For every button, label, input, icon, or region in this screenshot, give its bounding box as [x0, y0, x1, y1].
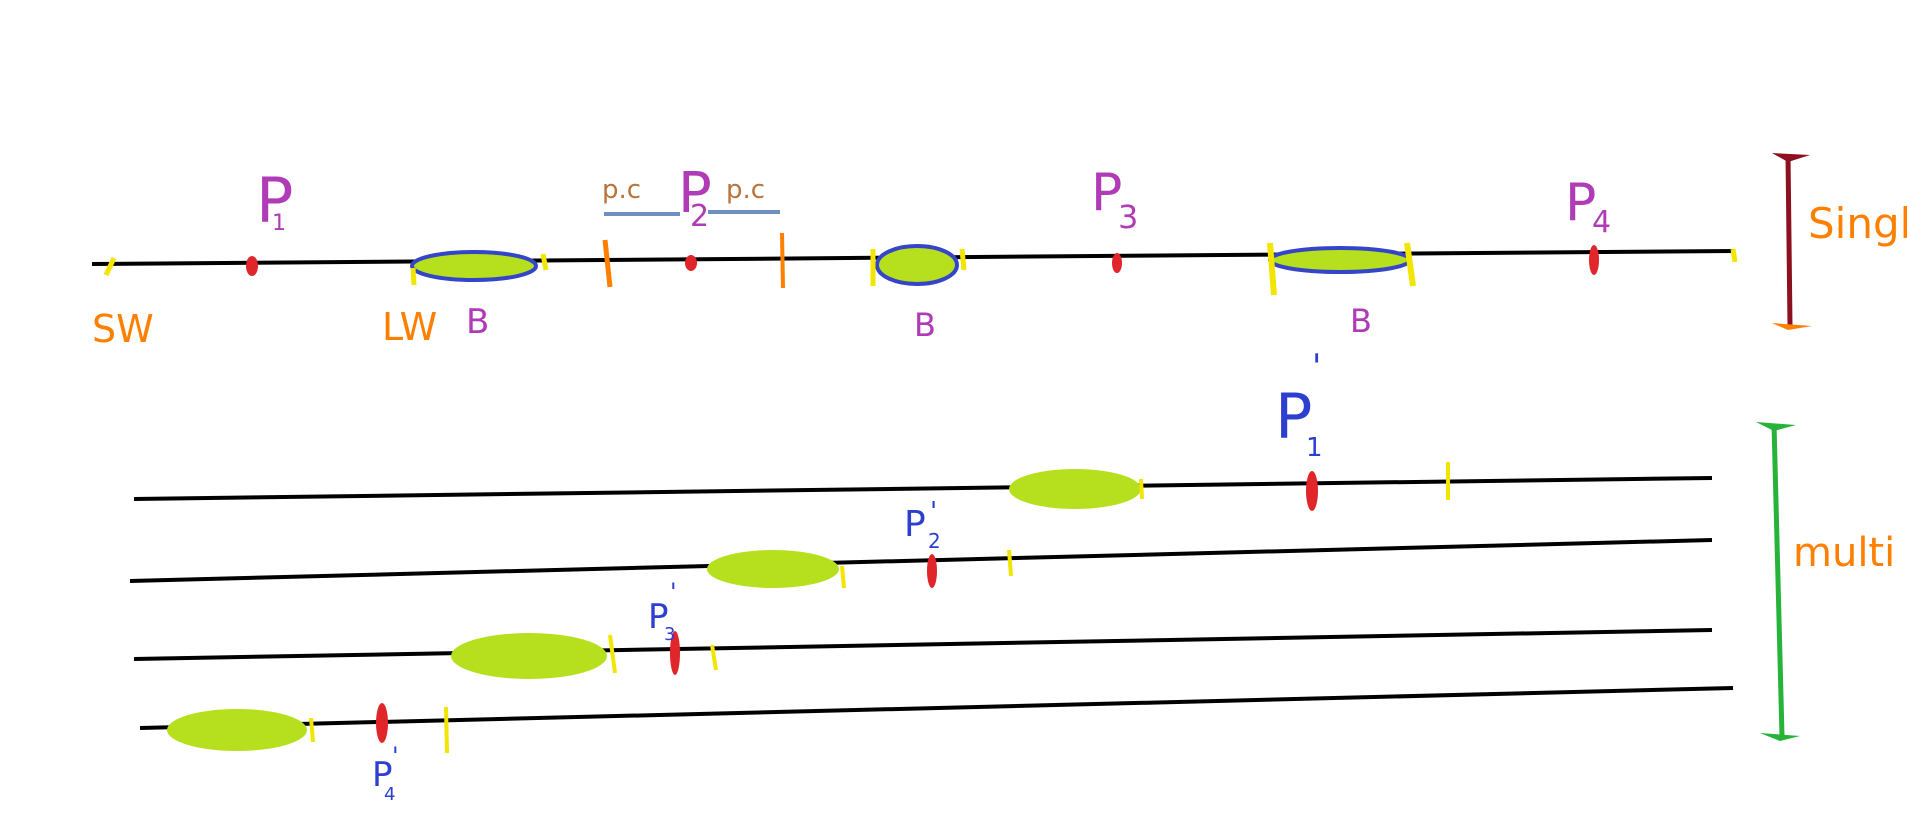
p3-label: P [1091, 163, 1122, 223]
multi-p3-sub: 3 [664, 624, 675, 645]
multi-line-2 [129, 538, 1713, 583]
multi-bar-line [1771, 423, 1785, 737]
multi-tick-4b [444, 706, 449, 754]
multi-bubble-2 [707, 550, 839, 588]
bubble-3-tick-right [1404, 242, 1416, 287]
multi-line-1 [133, 476, 1713, 501]
multi-point-1 [1306, 471, 1318, 511]
multi-tick-2b [1007, 549, 1013, 577]
pc-label-right: p.c [726, 175, 765, 205]
single-well-group: SW LW B P 1 p.c p.c P 2 B P 3 [91, 161, 1738, 351]
bubble-3-tick-left [1267, 242, 1277, 296]
point-p3 [1112, 253, 1122, 273]
bubble-2 [875, 244, 959, 286]
multi-tick-1a [1139, 478, 1144, 500]
point-p2 [685, 255, 697, 271]
single-label: Single [1808, 199, 1907, 248]
multi-tick-3b [710, 644, 718, 671]
multi-p3-prime: ' [670, 578, 677, 606]
point-p1 [246, 256, 258, 276]
multi-scale-bar: multi [1756, 422, 1895, 741]
multi-p2-sub: 2 [928, 529, 941, 553]
multi-bubble-1 [1009, 469, 1141, 509]
multi-p2-label: P [904, 504, 926, 545]
multi-p3-label: P [648, 597, 669, 637]
start-tick [103, 256, 117, 277]
lw-label: LW [382, 305, 437, 349]
bubble-2-tick-right [959, 248, 967, 271]
pc-tick-right [780, 232, 785, 289]
multi-bubble-3 [451, 633, 607, 679]
p2-sub: 2 [690, 199, 709, 234]
multi-bar-bottom-arrow [1760, 733, 1800, 741]
p2-label: P [678, 161, 712, 226]
bubble-1-tick-right [540, 253, 549, 271]
single-scale-bar: Single [1772, 153, 1907, 330]
p4-label: P [1565, 173, 1596, 233]
multi-p4-sub: 4 [384, 784, 395, 805]
p1-label: P [256, 164, 293, 237]
bubble-1-label: B [466, 302, 489, 342]
multi-p1-prime: ' [1312, 347, 1321, 387]
multi-line-4 [139, 686, 1734, 730]
p1-sub: 1 [272, 211, 286, 236]
multi-tick-4a [309, 717, 315, 743]
multi-p2-prime: ' [930, 497, 937, 527]
multi-point-2 [927, 554, 937, 588]
multi-point-3 [670, 631, 680, 675]
single-bar-bottom-arrow [1772, 323, 1812, 330]
multi-label: multi [1793, 530, 1895, 576]
multi-p4-label: P [372, 755, 393, 795]
end-tick [1730, 248, 1738, 263]
multi-bar-top-arrow [1756, 422, 1796, 431]
multi-well-group: P ' 1 P ' 2 P ' 3 P ' 4 [129, 347, 1734, 805]
p3-sub: 3 [1118, 198, 1138, 236]
multi-tick-3a [608, 634, 617, 674]
p4-sub: 4 [1592, 205, 1611, 240]
bubble-2-label: B [914, 306, 936, 344]
multi-point-4 [376, 703, 388, 743]
bubble-3 [1268, 246, 1412, 274]
multi-p1-label: P [1275, 380, 1312, 453]
single-bar-line [1785, 153, 1793, 327]
bubble-1 [410, 250, 538, 282]
multi-bubble-4 [167, 709, 307, 751]
multi-line-3 [133, 628, 1713, 661]
bubble-1-tick-left [410, 267, 417, 286]
pc-label-left: p.c [602, 175, 641, 205]
multi-p4-prime: ' [392, 742, 399, 770]
multi-tick-2a [840, 565, 846, 589]
pc-tick-left [602, 239, 613, 288]
point-p4 [1589, 245, 1599, 275]
sw-label: SW [92, 307, 154, 351]
single-bar-top-arrow [1772, 153, 1810, 162]
bubble-3-label: B [1350, 302, 1372, 340]
multi-p1-sub: 1 [1306, 433, 1323, 463]
